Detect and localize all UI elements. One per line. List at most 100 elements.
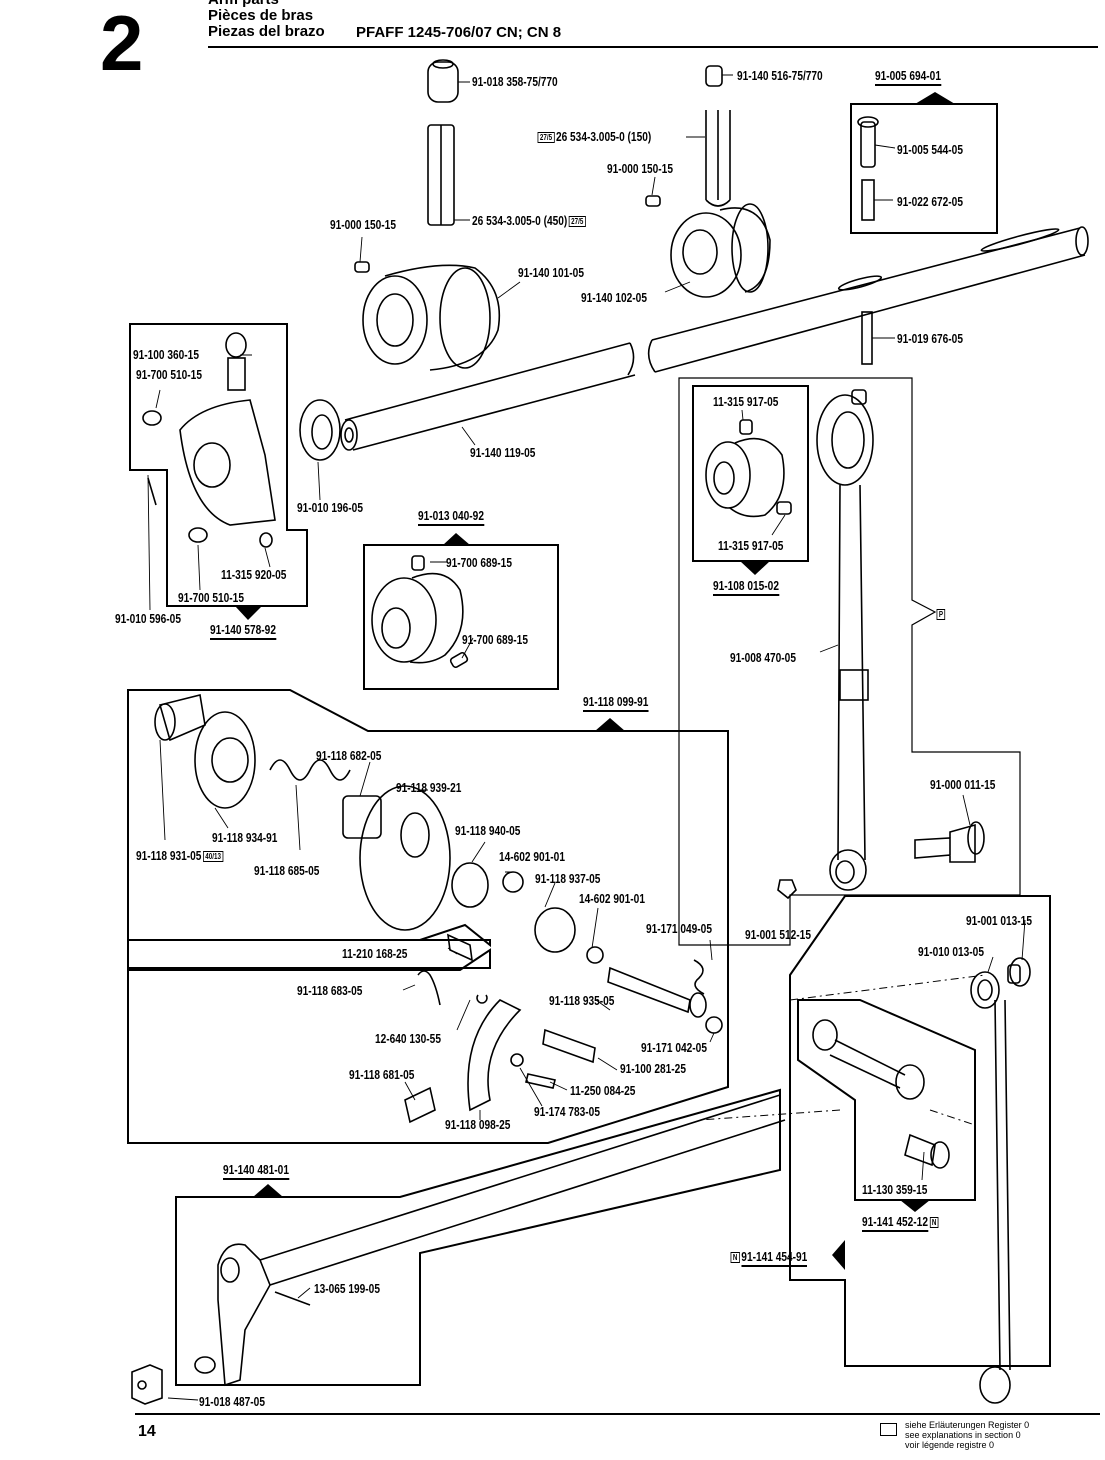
ref-tag-p: P (936, 609, 946, 621)
bushing-91-140-101-05 (362, 275, 428, 365)
part-label: 91-700 510-15 (136, 367, 202, 382)
part-label: 91-118 682-05 (316, 748, 382, 763)
header-rule (208, 46, 1098, 48)
part-label: 91-700 689-15 (446, 555, 512, 570)
part-label: 91-022 672-05 (897, 194, 963, 209)
screw-11-210-168-25 (447, 933, 473, 962)
wick-150 (705, 110, 731, 207)
legend-de: siehe Erläuterungen Register 0 (905, 1420, 1030, 1430)
group-frame-91-108-015-02 (692, 385, 809, 562)
group-91-140-578-92: 91-140 578-92 (210, 622, 276, 640)
lever-91-118-098-25 (467, 999, 522, 1112)
part-label: 13-065 199-05 (314, 1281, 380, 1296)
part-label: 11-210 168-25 (342, 946, 408, 961)
ref-tag-n: N (730, 1252, 740, 1264)
washer-91-010-196-05 (299, 399, 341, 461)
legend-fr: voir légende registre 0 (905, 1440, 995, 1450)
group-91-118-099-91: 91-118 099-91 (583, 694, 649, 712)
ref-tag-27-5: 27/5 (537, 132, 555, 144)
group-91-141-452-12: 91-141 452-12 (862, 1214, 928, 1232)
part-label: 91-140 516-75/770 (737, 68, 823, 83)
part-label: 26 534-3.005-0 (150) (555, 129, 652, 144)
part-label: 12-640 130-55 (375, 1031, 441, 1046)
group-frame-91-118-099-91 (127, 689, 729, 1144)
arrow-91-005-694-01 (915, 92, 955, 104)
part-label: 11-315 920-05 (221, 567, 287, 582)
group-91-140-481-01: 91-140 481-01 (223, 1162, 289, 1180)
part-label: 91-000 150-15 (330, 217, 396, 232)
part-label: 91-700 510-15 (178, 590, 244, 605)
title-fr: Pièces de bras (208, 7, 314, 24)
legend-box-icon (880, 1423, 897, 1436)
part-label-row: 26 534-3.005-0 (450)27/5 (472, 213, 587, 228)
part-label: 91-118 931-05 (136, 848, 202, 863)
part-label: 11-250 084-25 (570, 1083, 636, 1098)
group-frame-91-099-outer (678, 377, 1021, 946)
part-label: 91-171 042-05 (641, 1040, 707, 1055)
arrow-91-108-015-02 (740, 561, 770, 575)
arrow-91-140-578-92 (235, 606, 262, 620)
group-frame-91-141-454-91 (789, 895, 1051, 1367)
part-label: 91-118 934-91 (212, 830, 278, 845)
crank-part (179, 399, 276, 526)
bushing-91-140-102-05 (670, 212, 742, 298)
ref-tag-p-row: P (935, 606, 947, 621)
part-label: 91-019 676-05 (897, 331, 963, 346)
ref-tag-40-13: 40/13 (202, 851, 224, 863)
part-label: 26 534-3.005-0 (450) (472, 213, 568, 228)
part-label: 11-315 917-05 (713, 394, 779, 409)
footer-legend: siehe Erläuterungen Register 0 see expla… (905, 1420, 1029, 1450)
part-label: 91-171 049-05 (646, 921, 712, 936)
group-frame-91-140-578-92 (129, 323, 308, 607)
crank-arm (217, 1243, 271, 1387)
crank-91-010-013-05 (970, 971, 1000, 1009)
ref-tag-n: N (929, 1217, 939, 1229)
part-label: 11-315 917-05 (718, 538, 784, 553)
model-name: PFAFF 1245-706/07 CN; CN 8 (356, 24, 562, 41)
part-label: 91-100 281-25 (620, 1061, 686, 1076)
plate-91-118-939-21 (359, 785, 451, 931)
oil-tube-91-005-544-05 (860, 121, 876, 168)
legend-en: see explanations in section 0 (905, 1430, 1021, 1440)
shaft-91-140-119-05 (344, 227, 1086, 451)
part-label: 91-010 596-05 (115, 611, 181, 626)
part-label: 91-118 685-05 (254, 863, 320, 878)
part-label: 91-018 487-05 (199, 1394, 265, 1409)
group-frame-91-141-452-12 (797, 999, 976, 1201)
group-frame-91-005-694-01 (850, 103, 998, 234)
part-label: 91-010 196-05 (297, 500, 363, 515)
title-es: Piezas del brazo (208, 23, 325, 40)
section-title: Arm parts Pièces de bras Piezas del braz… (208, 0, 325, 40)
part-label: 91-118 940-05 (455, 823, 521, 838)
connecting-rod-91-008-470-05 (816, 394, 874, 486)
part-label: 91-018 358-75/770 (472, 74, 558, 89)
arrow-91-141-452-12 (900, 1200, 930, 1212)
group-91-141-454-91: 91-141 454-91 (741, 1249, 808, 1267)
part-label: 91-005 544-05 (897, 142, 963, 157)
group-91-108-015-02: 91-108 015-02 (713, 578, 779, 596)
part-label: 14-602 901-01 (579, 891, 645, 906)
part-label: 91-118 937-05 (535, 871, 601, 886)
part-label: 91-118 098-25 (445, 1117, 511, 1132)
section-number: 2 (100, 0, 144, 87)
part-label: 91-000 011-15 (930, 777, 996, 792)
part-label: 91-700 689-15 (462, 632, 528, 647)
block-91-118-682-05 (342, 795, 382, 839)
group-91-005-694-01: 91-005 694-01 (875, 68, 941, 86)
bevel-gear (371, 577, 437, 663)
part-label: 91-008 470-05 (730, 650, 796, 665)
part-label: 91-001 013-15 (966, 913, 1032, 928)
footer-rule (135, 1413, 1100, 1415)
part-label: 91-140 101-05 (518, 265, 584, 280)
part-label: 91-140 102-05 (581, 290, 647, 305)
group-frame-91-013-040-92 (363, 544, 559, 690)
part-label: 91-000 150-15 (607, 161, 673, 176)
part-label: 91-140 119-05 (470, 445, 536, 460)
part-label: 91-100 360-15 (133, 347, 199, 362)
part-label: 91-118 683-05 (297, 983, 363, 998)
arrow-91-141-454-91 (832, 1240, 845, 1270)
ref-tag-27-5: 27/5 (568, 216, 586, 228)
